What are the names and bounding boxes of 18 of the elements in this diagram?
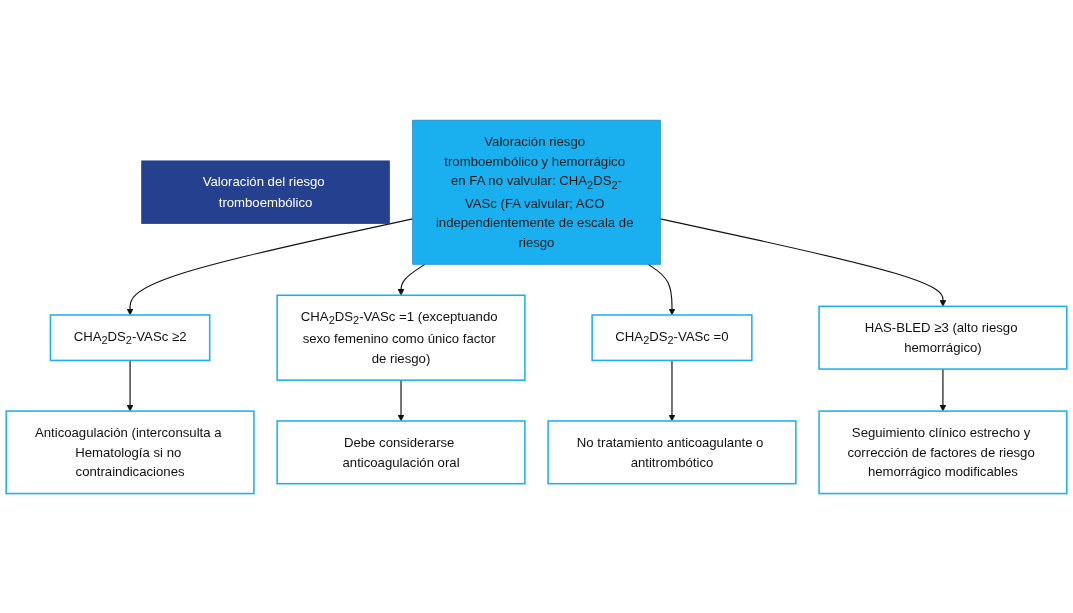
- arrow: [126, 359, 134, 412]
- node-box: No tratamiento anticoagulante o antitrombótico: [547, 419, 797, 485]
- arrow: [397, 379, 405, 421]
- arrow: [668, 359, 676, 421]
- node-box: CHA$_{2}$DS$_{2}$-VASc ≥2: [49, 313, 211, 361]
- node-box: HAS-BLED ≥3 (alto riesgo hemorrágico): [818, 305, 1068, 370]
- node-box: Valoración del riesgo tromboembólico: [141, 160, 390, 224]
- node-box: Anticoagulación (interconsulta a Hematología si no contraindicaciones: [5, 409, 255, 494]
- arrow: [659, 217, 947, 307]
- node-box: Debe considerarse anticoagulación oral: [276, 419, 526, 485]
- arrow: [939, 368, 947, 412]
- node-box: Valoración riesgo tromboembólico y hemorrágico en FA no valvular: CHA$_{2}$DS$_{2}$-VASc (FA valvular; ACO independientemente de escala de riesgo: [412, 119, 661, 265]
- arrow: [647, 263, 676, 315]
- arrow: [397, 263, 426, 296]
- arrow: [126, 217, 414, 315]
- node-box: CHA$_{2}$DS$_{2}$-VASc =0: [591, 313, 753, 361]
- node-box: CHA$_{2}$DS$_{2}$-VASc =1 (exceptuando sexo femenino como único factor de riesgo): [276, 294, 526, 381]
- node-box: Seguimiento clínico estrecho y corrección de factores de riesgo hemorrágico modificables: [818, 409, 1068, 494]
